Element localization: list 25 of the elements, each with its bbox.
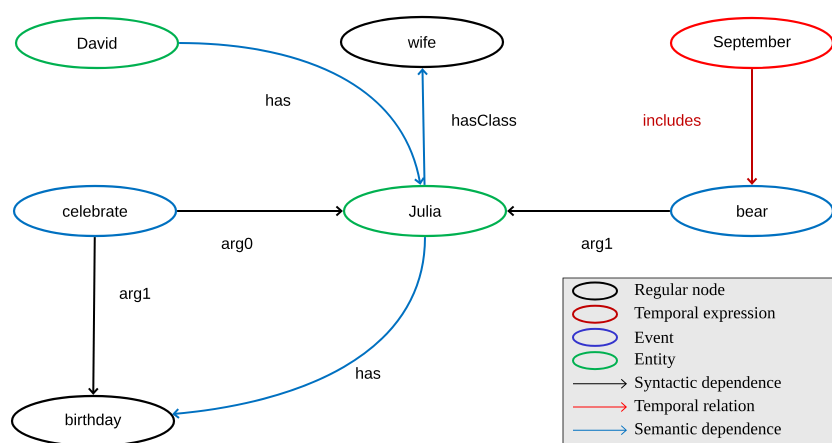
arrow xyxy=(746,69,758,185)
ellipse-node: Julia xyxy=(342,184,508,238)
arrow xyxy=(172,237,426,419)
ellipse-node: David xyxy=(14,16,180,70)
ellipse-node: wife xyxy=(340,16,504,68)
legend-label: Semantic dependence xyxy=(635,422,781,438)
legend-label: Regular node xyxy=(634,283,724,299)
edge-label: has xyxy=(264,92,292,108)
edge-label: arg1 xyxy=(118,286,152,304)
legend-label: Syntactic dependence xyxy=(635,376,781,392)
arrow xyxy=(179,42,425,185)
edge-label: arg1 xyxy=(580,236,614,254)
legend-label: Temporal relation xyxy=(634,399,755,415)
edge-label: hasClass xyxy=(450,112,518,128)
arrow xyxy=(507,206,670,216)
legend-label: Temporal expression xyxy=(634,306,776,322)
arrow xyxy=(177,206,343,216)
edge-label: has xyxy=(354,366,382,380)
edge-label: arg0 xyxy=(220,236,254,254)
edge-label: includes xyxy=(641,112,703,128)
legend-label: Entity xyxy=(634,353,676,368)
ellipse-node: celebrate xyxy=(12,184,178,238)
arrow xyxy=(88,237,99,395)
arrow xyxy=(417,68,428,185)
legend-label: Event xyxy=(634,332,674,344)
